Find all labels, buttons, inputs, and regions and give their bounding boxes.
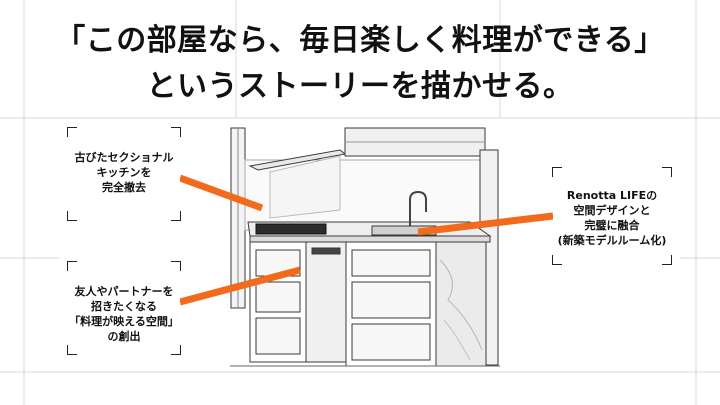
callout-photogenic-space: 友人やパートナーを 招きたくなる 「料理が映える空間」 の創出: [67, 261, 181, 355]
corner-mark: [67, 345, 77, 355]
corner-mark: [171, 127, 181, 137]
callout-text: 完全撤去: [102, 181, 146, 194]
callout-text: Renotta LIFEの: [566, 189, 658, 202]
callout-text: 「料理が映える空間」: [69, 315, 179, 328]
dishwasher: [305, 241, 347, 363]
callout-text: 古びたセクショナル: [74, 151, 174, 164]
headline-line-2: というストーリーを描かせる。: [146, 69, 574, 104]
headline-line-1: 「この部屋なら、毎日楽しく料理ができる」: [55, 23, 665, 58]
cooktop: [255, 223, 327, 235]
callout-text: 完璧に融合: [584, 219, 640, 232]
corner-mark: [662, 255, 672, 265]
callout-text: の創出: [107, 330, 141, 343]
callout-text: 招きたくなる: [91, 300, 157, 313]
pointer-callout-2: [179, 266, 301, 306]
corner-mark: [552, 167, 562, 177]
corner-mark: [662, 167, 672, 177]
corner-mark: [67, 211, 77, 221]
pointer-callout-1: [178, 174, 264, 212]
marble-end-panel: [435, 241, 487, 367]
corner-mark: [171, 345, 181, 355]
corner-mark: [67, 127, 77, 137]
corner-mark: [67, 261, 77, 271]
callout-remove-old-kitchen: 古びたセクショナル キッチンを 完全撤去: [67, 127, 181, 221]
pointer-callout-3: [417, 212, 554, 236]
callout-text: 空間デザインと: [573, 204, 651, 217]
corner-mark: [552, 255, 562, 265]
faucet: [409, 190, 427, 226]
corner-mark: [171, 261, 181, 271]
callout-design-integration: Renotta LIFEの 空間デザインと 完璧に融合 (新築モデルルーム化): [552, 167, 672, 265]
corner-mark: [171, 211, 181, 221]
callout-text: (新築モデルルーム化): [557, 234, 667, 247]
callout-text: 友人やパートナーを: [74, 285, 174, 298]
callout-text: キッチンを: [96, 166, 152, 179]
